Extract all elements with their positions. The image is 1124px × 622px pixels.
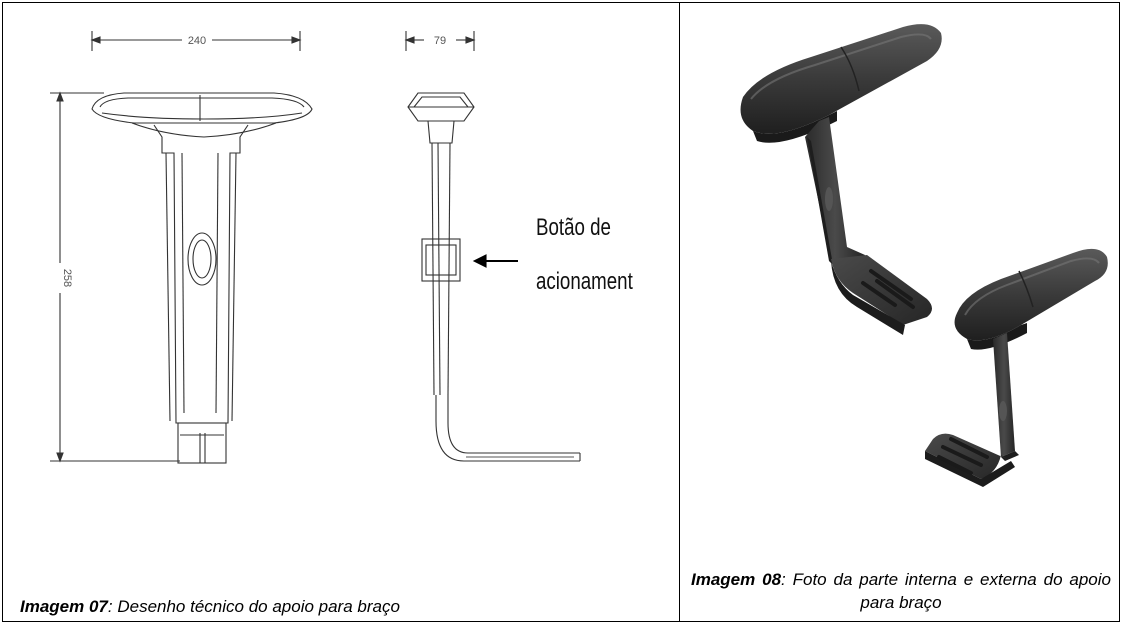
armrest-outer-view <box>740 24 942 335</box>
technical-drawing: 240 79 258 <box>50 31 581 464</box>
width-dimension-label: 240 <box>188 35 206 47</box>
technical-drawing-cell: 240 79 258 Botão de acionament Imagem 07… <box>4 3 678 618</box>
armrest-photo <box>740 24 1108 487</box>
depth-dimension-label: 79 <box>434 35 446 47</box>
caption-image-08: Imagem 08: Foto da parte interna e exter… <box>691 568 1111 614</box>
column-divider <box>679 2 680 622</box>
callout-label-line2: acionament <box>536 268 633 295</box>
caption-label: Imagem 08 <box>691 570 782 589</box>
callout-label-line1: Botão de <box>536 214 611 241</box>
caption-text: : Foto da parte interna e externa do apo… <box>781 570 1111 612</box>
armrest-photo-cell: Imagem 08: Foto da parte interna e exter… <box>681 3 1119 618</box>
width-dimension <box>90 31 302 51</box>
callout-arrow <box>472 254 518 268</box>
armrest-inner-view <box>925 248 1108 487</box>
height-dimension <box>50 91 180 463</box>
height-dimension-label: 258 <box>61 269 73 287</box>
side-view-armrest <box>407 92 581 462</box>
front-view-armrest <box>91 92 313 464</box>
caption-label: Imagem 07 <box>20 597 108 616</box>
depth-dimension <box>404 31 476 51</box>
caption-image-07: Imagem 07: Desenho técnico do apoio para… <box>20 595 400 618</box>
caption-text: : Desenho técnico do apoio para braço <box>107 597 400 616</box>
